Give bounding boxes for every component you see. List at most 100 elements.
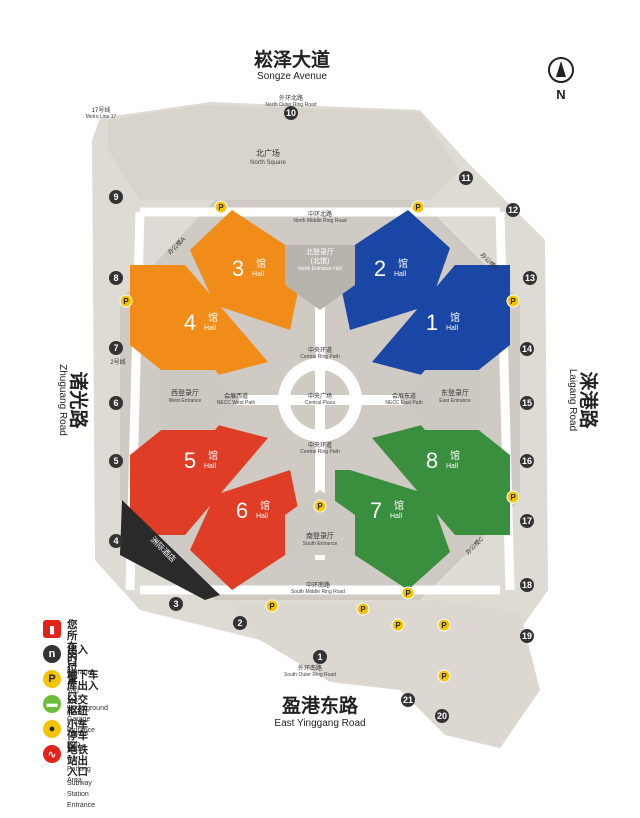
entrance-4[interactable]: 4 xyxy=(109,534,123,548)
entrance-3[interactable]: 3 xyxy=(169,597,183,611)
central-ring-s-en: Central Ring Path xyxy=(300,449,340,455)
hall-8[interactable] xyxy=(372,415,510,535)
entrance-8[interactable]: 8 xyxy=(109,271,123,285)
garage-entrance[interactable]: P xyxy=(119,294,133,308)
hall-4-number: 4 xyxy=(184,310,196,335)
west-lobby-cn: 西登录厅 xyxy=(171,388,199,397)
central-ring-n-en: Central Ring Path xyxy=(300,354,340,360)
entrance-14-label: 14 xyxy=(522,344,532,354)
hall-3-number: 3 xyxy=(232,256,244,281)
outer-south-en: South Outer Ring Road xyxy=(284,672,336,678)
entrance-6-label: 6 xyxy=(113,398,118,408)
entrance-14[interactable]: 14 xyxy=(520,342,534,356)
entrance-5[interactable]: 5 xyxy=(109,454,123,468)
hall-2-number: 2 xyxy=(374,256,386,281)
hall-6-number: 6 xyxy=(236,498,248,523)
east-road-cn: 涞港路 xyxy=(577,371,600,429)
entrance-1[interactable]: 1 xyxy=(313,650,327,664)
hall-2-en: Hall xyxy=(394,271,407,278)
entrance-18[interactable]: 18 xyxy=(520,578,534,592)
metro17-en: Metro Line 17 xyxy=(86,114,117,120)
central-ring-n-cn: 中央环道 xyxy=(308,346,332,354)
garage-entrance[interactable]: P xyxy=(506,294,520,308)
entrance-9[interactable]: 9 xyxy=(109,190,123,204)
entrance-7[interactable]: 7 xyxy=(109,341,123,355)
west-lobby-en: West Entrance xyxy=(169,398,202,404)
you-are-here-icon: ▮ xyxy=(43,620,61,638)
entrance-3-label: 3 xyxy=(173,599,178,609)
entrance-5-label: 5 xyxy=(113,456,118,466)
garage-entrance[interactable]: P xyxy=(411,200,425,214)
garage-entrance[interactable]: P xyxy=(214,200,228,214)
garage-entrance[interactable]: P xyxy=(401,586,415,600)
entrance-18-label: 18 xyxy=(522,580,532,590)
entrance-2-label: 2 xyxy=(237,618,242,628)
garage-p-label: P xyxy=(123,297,129,306)
hall-8-cn: 馆 xyxy=(450,449,460,462)
entrance-16[interactable]: 16 xyxy=(520,454,534,468)
garage-entrance[interactable]: P xyxy=(313,499,327,513)
hall-5[interactable] xyxy=(130,415,268,535)
entrance-11[interactable]: 11 xyxy=(459,171,473,185)
east-path-en: NECC East Path xyxy=(385,400,422,406)
entrance-6[interactable]: 6 xyxy=(109,396,123,410)
garage-p-label: P xyxy=(441,621,447,630)
west-path-en: NECC West Path xyxy=(217,400,256,406)
west-lobby xyxy=(160,370,240,430)
garage-entrance[interactable]: P xyxy=(437,618,451,632)
hall-2[interactable] xyxy=(335,210,450,330)
hall-3[interactable] xyxy=(190,210,305,330)
hall-8-en: Hall xyxy=(446,463,459,470)
hall-5-en: Hall xyxy=(204,463,217,470)
entrance-17-label: 17 xyxy=(522,516,532,526)
hall-7[interactable] xyxy=(335,470,450,590)
entrance-4-label: 4 xyxy=(113,536,118,546)
garage-entrance[interactable]: P xyxy=(391,618,405,632)
garage-entrance[interactable]: P xyxy=(437,669,451,683)
garage-entrance[interactable]: P xyxy=(356,602,370,616)
entrance-2[interactable]: 2 xyxy=(233,616,247,630)
entrance-12[interactable]: 12 xyxy=(506,203,520,217)
entrance-20[interactable]: 20 xyxy=(435,709,449,723)
entrance-19[interactable]: 19 xyxy=(520,629,534,643)
legend-label-cn: 地铁站出入口 xyxy=(67,744,88,778)
entrance-15[interactable]: 15 xyxy=(520,396,534,410)
legend-label-en: Subway Station Entrance xyxy=(67,780,96,809)
north-road-cn: 崧泽大道 xyxy=(254,48,330,71)
north-square-en: North Square xyxy=(250,160,286,166)
entrance-10[interactable]: 10 xyxy=(284,106,298,120)
entrance-10-label: 10 xyxy=(286,108,296,118)
metro17-cn: 17号线 xyxy=(92,106,111,114)
entrance-13[interactable]: 13 xyxy=(523,271,537,285)
garage-p-label: P xyxy=(269,602,275,611)
hall-7-cn: 馆 xyxy=(394,499,404,512)
garage-icon: P xyxy=(43,670,61,688)
bus-icon: ▬ xyxy=(43,695,61,713)
entrance-21[interactable]: 21 xyxy=(401,693,415,707)
east-road-en: Laigang Road xyxy=(567,369,578,431)
hall-4[interactable] xyxy=(130,265,268,385)
hall-6[interactable] xyxy=(190,470,305,590)
west-road-cn: 诸光路 xyxy=(67,371,90,429)
hall-1[interactable] xyxy=(372,265,510,385)
north-square xyxy=(108,105,460,200)
garage-entrance[interactable]: P xyxy=(265,599,279,613)
hall-1-cn: 馆 xyxy=(450,311,460,324)
garage-p-label: P xyxy=(317,502,323,511)
middle-south-cn: 中环南路 xyxy=(306,581,330,589)
north-square-cn: 北广场 xyxy=(256,148,280,158)
hall-3-cn: 馆 xyxy=(256,257,266,270)
south-road-en: East Yinggang Road xyxy=(274,718,365,729)
hall-1-en: Hall xyxy=(446,325,459,332)
garage-entrance[interactable]: P xyxy=(506,490,520,504)
garage-p-label: P xyxy=(218,203,224,212)
hall-3-en: Hall xyxy=(252,271,265,278)
garage-p-label: P xyxy=(441,672,447,681)
north-road-en: Songze Avenue xyxy=(257,71,327,82)
east-lobby xyxy=(400,370,480,430)
hall-4-en: Hall xyxy=(204,325,217,332)
entrance-17[interactable]: 17 xyxy=(520,514,534,528)
